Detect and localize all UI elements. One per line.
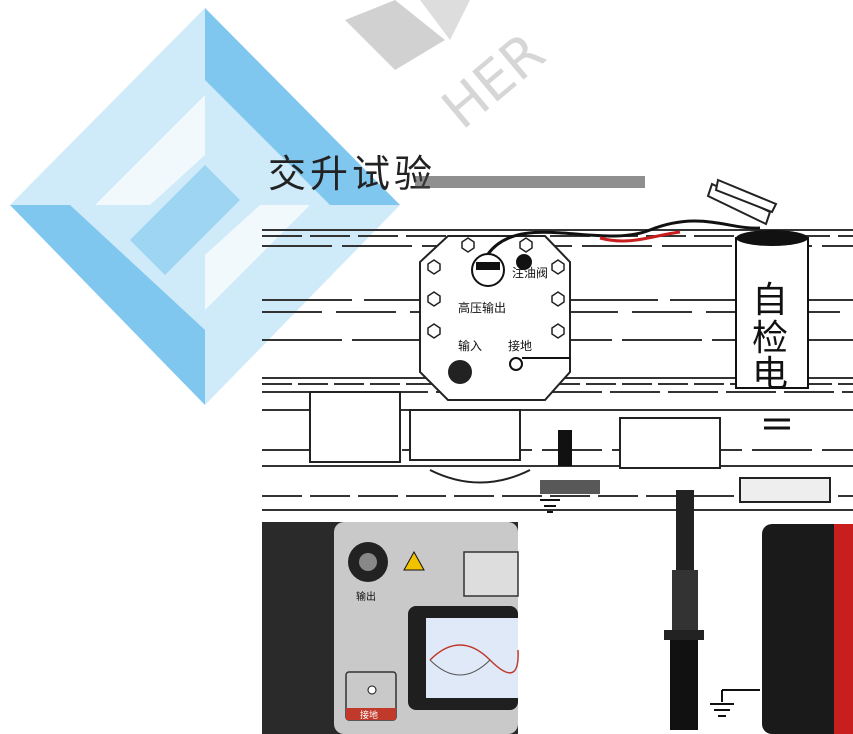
oil-valve-cap bbox=[516, 254, 532, 270]
self-test-capacitor: 自 检 电 bbox=[735, 230, 809, 395]
hv-probe bbox=[664, 490, 704, 730]
panel-display-frame bbox=[463, 551, 519, 597]
ground-symbol-center bbox=[540, 499, 560, 513]
self-test-char-3: 电 bbox=[752, 354, 788, 395]
panel-ground-terminal bbox=[367, 685, 377, 695]
right-cylinder bbox=[762, 524, 853, 734]
self-test-char-1: 自 bbox=[752, 280, 788, 321]
oil-valve-label: 注油阀 bbox=[512, 265, 548, 280]
hv-output-label: 高压输出 bbox=[458, 300, 506, 315]
ground-label: 接地 bbox=[508, 338, 532, 353]
hv-cable bbox=[486, 219, 761, 255]
title-strike bbox=[415, 176, 645, 188]
transformer-unit: 注油阀 高压输出 输入 接地 bbox=[419, 235, 571, 401]
input-label: 输入 bbox=[458, 338, 482, 353]
panel-output-label: 输出 bbox=[356, 590, 376, 603]
self-test-char-2: 检 bbox=[752, 318, 788, 359]
alligator-clip bbox=[706, 178, 778, 226]
watermark-logo bbox=[10, 8, 400, 405]
page-title: 交升试验 bbox=[268, 152, 436, 196]
input-connector bbox=[448, 360, 472, 384]
ground-connector bbox=[509, 357, 523, 371]
watermark-grey-mark bbox=[345, 0, 470, 70]
panel-ground-label: 接地 bbox=[360, 709, 378, 721]
ground-symbol-right bbox=[710, 689, 760, 717]
control-panel: 输出 接地 bbox=[262, 522, 519, 734]
warning-icon bbox=[403, 550, 425, 571]
panel-screen bbox=[426, 618, 518, 698]
rail-assembly bbox=[309, 391, 831, 503]
